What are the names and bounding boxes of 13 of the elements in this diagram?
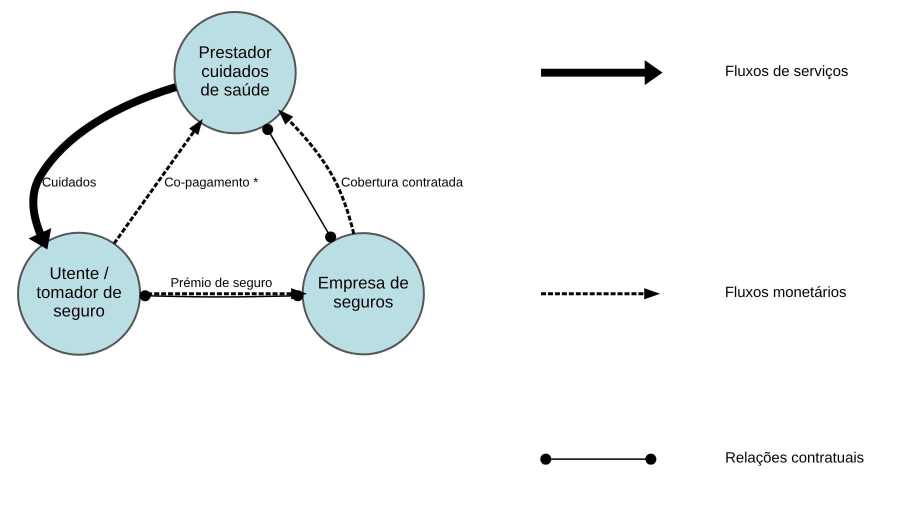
legend-label: Fluxos monetários: [724, 285, 846, 302]
edge-label: Prémio de seguro: [170, 275, 272, 290]
arrow: [140, 288, 308, 300]
arrow: [278, 109, 356, 234]
arrow: [112, 118, 203, 244]
legend-label: Fluxos de serviços: [725, 64, 848, 80]
edge-label: Cuidados: [42, 174, 96, 190]
node-circle: Utente / tomador de seguro: [17, 232, 142, 356]
edge-label: Cobertura contratada: [341, 174, 464, 190]
connector: [262, 124, 336, 242]
legend-label: Relações contratuais: [725, 450, 864, 467]
arrow: [28, 83, 178, 250]
edge-label: Co-pagamento *: [164, 174, 258, 190]
